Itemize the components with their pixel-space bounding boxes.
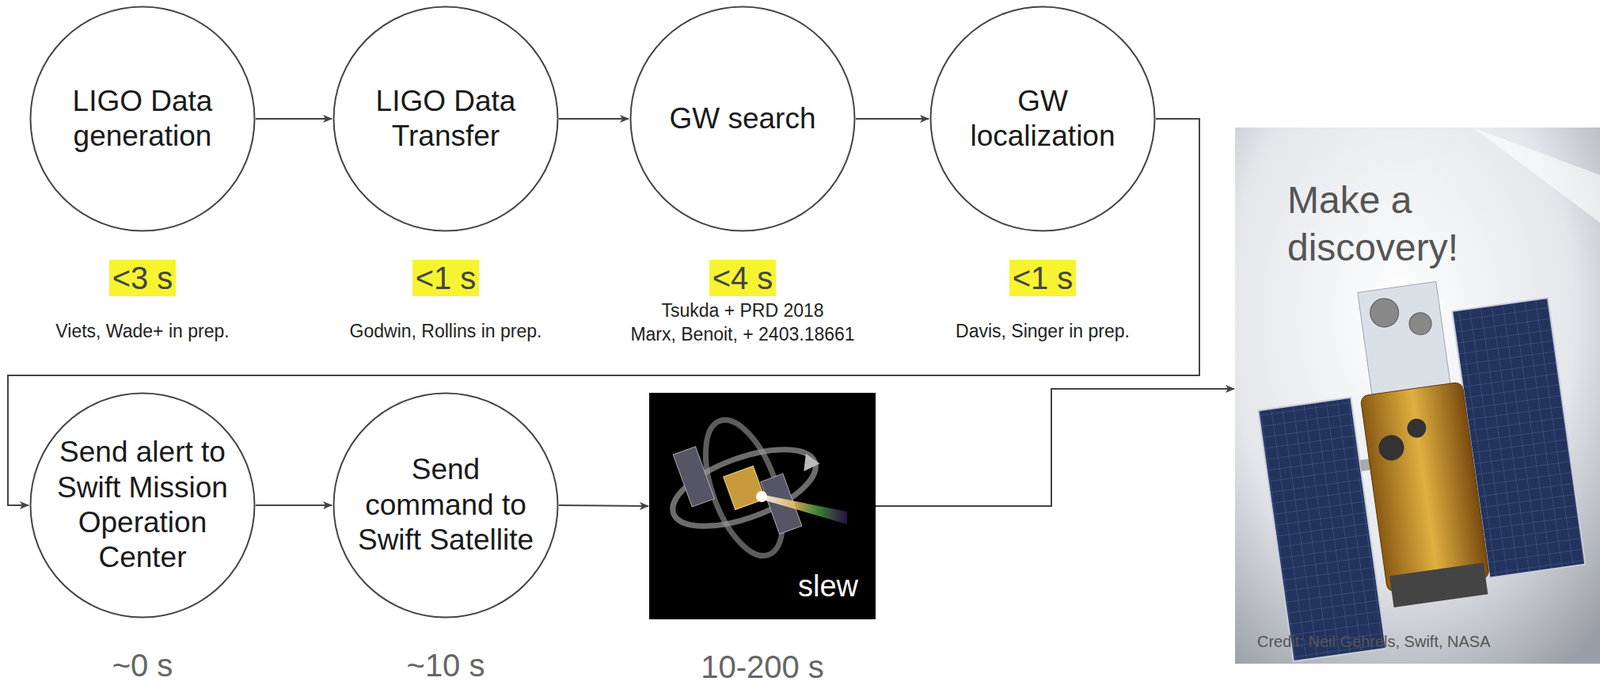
latency-label: ~10 s: [406, 647, 486, 683]
node-text: LIGO Data generation: [49, 83, 236, 155]
reference-note: Godwin, Rollins in prep.: [349, 321, 543, 342]
node-text: GW search: [668, 101, 816, 137]
flow-arrow: [558, 117, 629, 120]
process-circle: GW search: [629, 5, 856, 232]
satellite-image-box: Make a discovery! Credit: Neil Gehrels, S…: [1235, 127, 1600, 664]
reference-note: Viets, Wade+ in prep.: [55, 321, 229, 342]
flow-arrow: [855, 117, 929, 120]
latency-highlight: <4 s: [709, 259, 777, 297]
slew-image-box: slew: [649, 392, 876, 620]
flow-arrow: [255, 504, 332, 506]
flow-arrow: [875, 388, 1235, 506]
node-text: GW localization: [949, 83, 1137, 155]
process-circle: GW localization: [929, 5, 1156, 232]
reference-note: Davis, Singer in prep.: [955, 321, 1130, 342]
reference-note: Marx, Benoit, + 2403.18661: [630, 324, 855, 345]
reference-note: Tsukda + PRD 2018: [661, 300, 824, 321]
latency-highlight: <1 s: [412, 259, 480, 297]
process-circle: LIGO Data generation: [29, 5, 256, 232]
latency-highlight: <3 s: [109, 259, 177, 297]
process-circle: LIGO Data Transfer: [332, 5, 559, 232]
process-circle: Send alert to Swift Mission Operation Ce…: [29, 391, 256, 619]
circle-outline: [332, 5, 559, 232]
flow-arrow: [558, 505, 649, 506]
node-text: LIGO Data Transfer: [352, 83, 540, 155]
circle-outline: [29, 5, 256, 232]
circle-outline: [929, 5, 1156, 232]
flow-arrow: [255, 117, 332, 120]
latency-highlight: <1 s: [1009, 259, 1077, 297]
credit-text: Credit: Neil Gehrels, Swift, NASA: [1257, 631, 1600, 651]
headline-text: Make a discovery!: [1287, 176, 1525, 272]
node-text: Send alert to Swift Mission Operation Ce…: [49, 434, 236, 576]
process-circle: Send command to Swift Satellite: [332, 391, 559, 619]
latency-label: ~0 s: [112, 647, 174, 683]
circle-outline: [29, 391, 256, 619]
latency-label: 10-200 s: [700, 649, 825, 685]
node-text: slew: [798, 568, 859, 605]
node-text: Send command to Swift Satellite: [352, 452, 540, 558]
